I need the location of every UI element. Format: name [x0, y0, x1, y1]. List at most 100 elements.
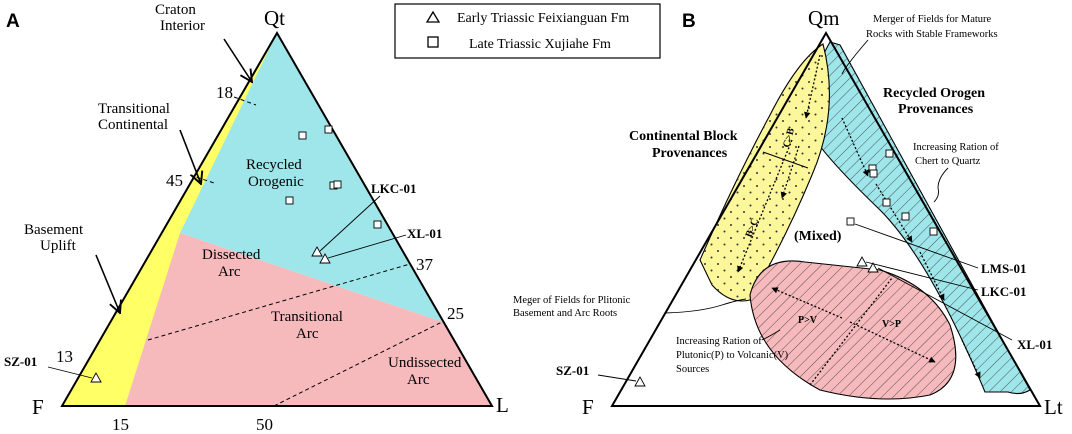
sample-square [333, 180, 342, 189]
arrow-p-v [771, 287, 843, 319]
tick-45: 45 [166, 171, 183, 190]
sample-square [901, 212, 910, 221]
arrow-label-v-p: V>P [882, 319, 901, 330]
leader-lkc-a [319, 195, 381, 252]
leader-pv [761, 329, 781, 341]
apex-f-b: F [582, 395, 594, 419]
hatch-recycled-orogen [810, 42, 1030, 394]
triangle-b-outline [610, 30, 1042, 407]
legend-label-feixianguan: Early Triassic Feixianguan Fm [457, 11, 629, 26]
heading-recycled-orogen: Recycled Orogen [883, 86, 985, 101]
note-merger-mature-2: Rocks with Stable Frameworks [866, 29, 998, 40]
label-dissected-arc: Arc [218, 264, 241, 280]
arrow-label-p-v: P>V [798, 315, 818, 326]
field-recycled-orogenic [180, 33, 443, 322]
sample-label-xl-b: XL-01 [1017, 337, 1052, 352]
label-interior: Interior [160, 18, 205, 34]
panel-a: A Qt F L Craton Interior Transitional Co… [4, 2, 509, 434]
legend-square-icon [427, 36, 439, 48]
arrow-recycled-3 [919, 251, 945, 301]
arrow-c-b [804, 54, 821, 119]
tick-18: 18 [216, 83, 233, 102]
panel-b: B C>B B>C P>V V>P Qm F Lt [513, 6, 1063, 419]
sample-square [324, 125, 333, 134]
note-pv-3: Sources [676, 364, 709, 375]
leader-plutonic-merge [664, 298, 747, 314]
label-transitional: Transitional [98, 101, 170, 117]
divider-continental [762, 151, 809, 169]
arrow-recycled-1 [841, 117, 869, 177]
note-chert-1: Increasing Ration of [913, 142, 999, 153]
sample-square [298, 131, 307, 140]
label-orogenic: Orogenic [248, 174, 304, 190]
label-dissected: Dissected [202, 247, 261, 263]
leader-sz-b [597, 374, 637, 382]
label-continental: Continental [98, 117, 168, 133]
sample-triangle [634, 376, 646, 387]
sample-triangle [311, 246, 323, 257]
note-plutonic-merge-2: Basement and Arc Roots [513, 308, 617, 319]
leader-xl-a [327, 234, 407, 259]
sample-triangle [856, 256, 868, 267]
sample-square [882, 198, 891, 207]
note-plutonic-merge-1: Meger of Fields for Plitonic [513, 295, 631, 306]
sample-label-lkc-b: LKC-01 [981, 284, 1027, 299]
tick-13: 13 [56, 347, 73, 366]
dashed-line-50 [273, 321, 443, 407]
arrow-recycled-4 [961, 339, 981, 379]
note-merger-mature-1: Merger of Fields for Mature [873, 14, 992, 25]
heading-continental-block: Continental Block [629, 129, 738, 144]
sample-square [285, 196, 294, 205]
label-transitional-arc: Transitional [271, 309, 343, 325]
leader-lms [854, 223, 979, 269]
sample-label-lkc-a: LKC-01 [371, 181, 417, 196]
arrow-recycled-2 [875, 183, 913, 243]
leader-merger-mature [841, 39, 869, 75]
sample-triangle [90, 372, 102, 383]
sample-square [929, 227, 938, 236]
note-pv-2: Plutonic(P) to Volcanic(V) [676, 350, 789, 361]
legend-label-xujiahe: Late Triassic Xujiahe Fm [469, 37, 611, 52]
tick-25: 25 [447, 304, 464, 323]
panel-a-letter: A [6, 11, 20, 32]
sample-triangle [319, 253, 331, 264]
dashed-line-18 [233, 96, 257, 106]
apex-qt: Qt [264, 6, 285, 30]
panel-b-letter: B [682, 11, 696, 32]
sample-square [373, 220, 382, 229]
sample-label-xl-a: XL-01 [407, 226, 442, 241]
label-undissected: Undissected [388, 355, 462, 371]
heading-recycled-provenances: Provenances [898, 102, 974, 117]
sample-label-sz-b: SZ-01 [556, 363, 589, 378]
leader-chert [933, 167, 949, 203]
legend-box [394, 3, 661, 59]
sample-square [885, 149, 894, 158]
label-undissected-arc: Arc [407, 372, 430, 388]
leader-xl-b [877, 267, 1013, 341]
arrow-vp-diagonal [809, 277, 893, 386]
apex-f-a: F [32, 395, 44, 419]
legend-triangle-icon [425, 10, 441, 23]
dots-continental-block [700, 44, 830, 301]
tick-37: 37 [416, 255, 434, 274]
apex-qm: Qm [808, 6, 840, 30]
note-pv-1: Increasing Ration of [676, 336, 762, 347]
transitional-continental-arrow [179, 129, 201, 184]
apex-l: L [496, 393, 509, 417]
apex-lt: Lt [1044, 395, 1063, 419]
triangle-a-outline [60, 30, 494, 407]
arrow-b-c-short [780, 145, 800, 199]
field-magmatic-arc [125, 233, 492, 406]
tick-50: 50 [256, 415, 273, 434]
sample-label-lms: LMS-01 [981, 261, 1027, 276]
leader-lkc-b [865, 261, 979, 291]
heading-continental-provenances: Provenances [652, 146, 728, 161]
sample-square [869, 169, 878, 178]
heading-mixed: (Mixed) [794, 229, 842, 244]
label-uplift: Uplift [40, 238, 77, 254]
arrow-label-c-b: C>B [781, 127, 797, 149]
label-transitional-arc-2: Arc [296, 326, 319, 342]
basement-uplift-arrow [95, 254, 120, 313]
leader-sz-a [47, 366, 93, 379]
